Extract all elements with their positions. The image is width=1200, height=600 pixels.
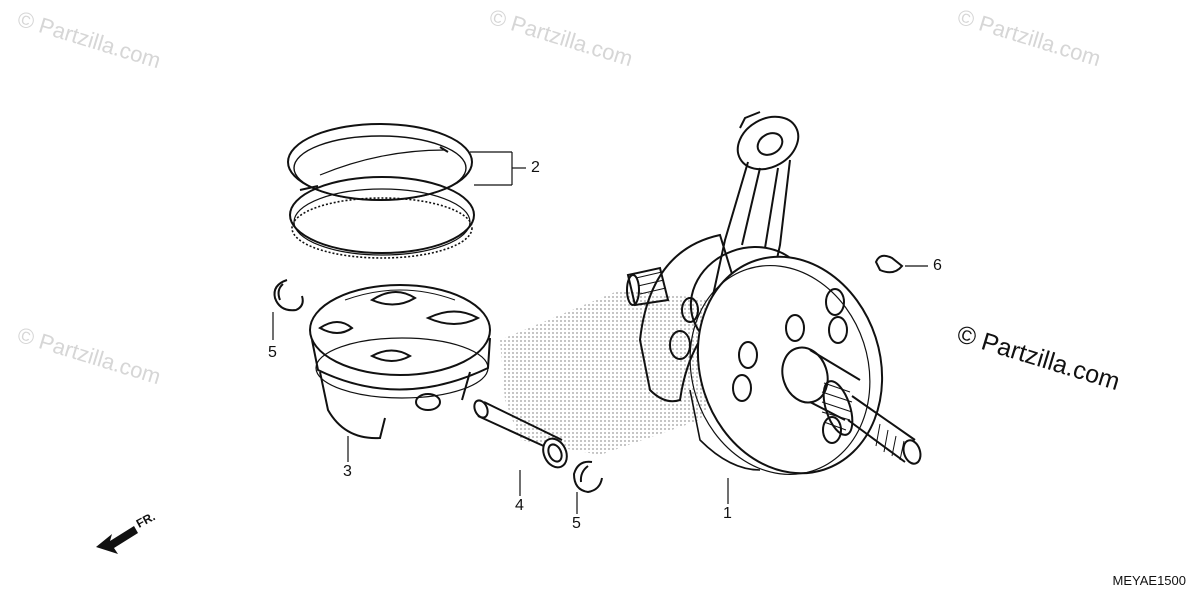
crankshaft-assembly (626, 111, 922, 476)
callout-5-left: 5 (268, 344, 277, 361)
circlip-left (273, 279, 304, 312)
callout-3: 3 (343, 463, 352, 480)
callout-1: 1 (723, 505, 732, 522)
piston-rings (287, 123, 475, 259)
callout-5-right: 5 (572, 515, 581, 532)
woodruff-key (874, 254, 904, 274)
circlip-right (572, 460, 603, 494)
piston (309, 284, 491, 440)
callout-2: 2 (531, 159, 540, 176)
diagram-code: MEYAE1500 (1112, 573, 1186, 588)
leader-2 (470, 151, 526, 186)
piston-pin (473, 399, 568, 469)
front-direction-arrow-icon (96, 526, 138, 554)
callout-6: 6 (933, 257, 942, 274)
callout-4: 4 (515, 497, 524, 514)
